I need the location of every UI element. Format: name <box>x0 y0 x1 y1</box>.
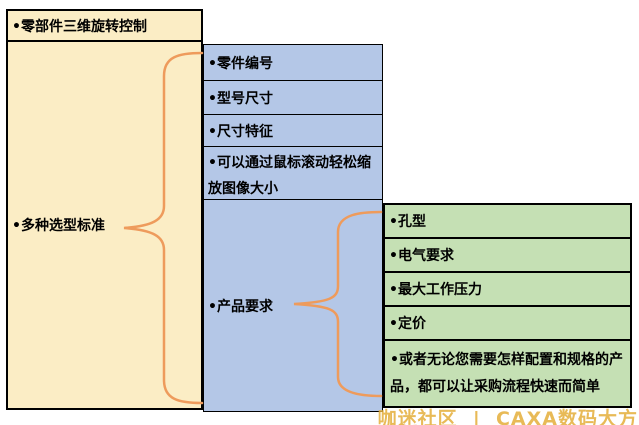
node-label: •或者无论您需要怎样配置和规格的产品，都可以让采购流程快速而简单 <box>390 352 623 395</box>
node-label: •电气要求 <box>389 248 454 264</box>
node-label: •产品要求 <box>208 298 273 315</box>
node-dimension-features: •尺寸特征 <box>203 114 383 148</box>
node-part-number: •零件编号 <box>203 44 383 82</box>
watermark-text: 咖迷社区 | CAXA数码大方 <box>377 408 638 425</box>
node-product-requirements: •产品要求 <box>203 199 383 412</box>
parent-node-label: •多种选型标准 <box>12 218 105 234</box>
node-max-working-pressure: •最大工作压力 <box>383 271 632 307</box>
node-hole-type: •孔型 <box>383 203 632 239</box>
node-label: •型号尺寸 <box>208 91 273 107</box>
node-electrical-requirements: •电气要求 <box>383 237 632 273</box>
node-model-size: •型号尺寸 <box>203 80 383 116</box>
root-node-label: •零部件三维旋转控制 <box>12 18 147 35</box>
node-label: •零件编号 <box>208 56 273 72</box>
node-pricing: •定价 <box>383 305 632 341</box>
node-procurement-note: •或者无论您需要怎样配置和规格的产品，都可以让采购流程快速而简单 <box>383 339 632 408</box>
node-label: •可以通过鼠标滚动轻松缩放图像大小 <box>208 155 371 197</box>
parent-node-selection-standards: •多种选型标准 <box>6 40 203 410</box>
node-label: •定价 <box>389 316 426 332</box>
node-label: •尺寸特征 <box>208 124 273 140</box>
node-mouse-scroll-zoom-note: •可以通过鼠标滚动轻松缩放图像大小 <box>203 146 383 201</box>
node-label: •最大工作压力 <box>389 282 482 298</box>
root-node-3d-rotation-control: •零部件三维旋转控制 <box>6 9 203 42</box>
node-label: •孔型 <box>389 214 426 230</box>
